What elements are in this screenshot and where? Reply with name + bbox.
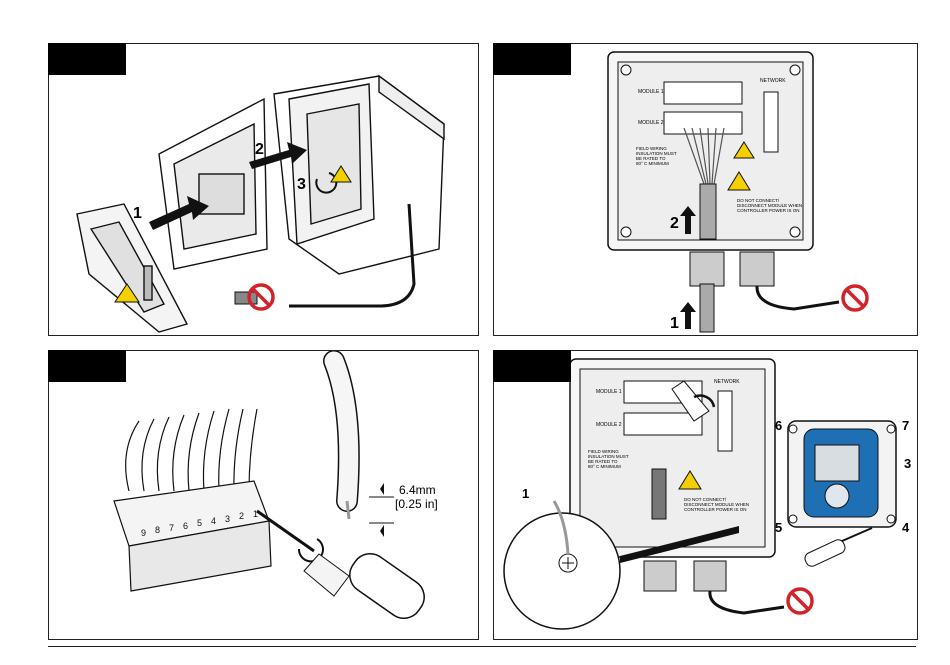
pin-number: 1 xyxy=(253,509,258,519)
module2-label: MODULE 2 xyxy=(596,422,622,428)
field-wiring-line: BE RATED TO xyxy=(588,459,618,464)
arrow-insert-icon xyxy=(149,196,209,230)
pin-number: 5 xyxy=(197,518,202,528)
screwdriver-icon xyxy=(804,527,873,567)
dimension-mm: 6.4mm xyxy=(399,483,436,497)
wiring-illustration: MODULE 1 MODULE 2 NETWORK FIELD WIRING I… xyxy=(607,51,869,333)
module-install-illustration: MODULE 1 MODULE 2 NETWORK FIELD WIRING I… xyxy=(503,358,911,630)
pin-number: 7 xyxy=(169,523,174,533)
callout: 1 xyxy=(522,486,529,501)
callout: 7 xyxy=(902,418,909,433)
warning-line: CONTROLLER POWER IS ON xyxy=(737,208,800,213)
prohibited-plug-icon xyxy=(786,587,814,615)
prohibited-plug-icon xyxy=(234,283,275,311)
callout: 6 xyxy=(775,418,782,433)
warning-triangle-icon xyxy=(114,283,140,303)
field-wiring-line: 80° C MINIMUM xyxy=(588,464,621,469)
callout: 2 xyxy=(670,215,679,232)
warning-triangle-icon xyxy=(678,470,702,490)
module1-label: MODULE 1 xyxy=(596,389,622,395)
pin-number: 2 xyxy=(239,511,244,521)
pin-number: 6 xyxy=(183,521,188,531)
rotate-arrow-icon xyxy=(693,394,716,408)
screwdriver-icon xyxy=(256,509,425,620)
field-wiring-line: INSULATION MUST xyxy=(636,151,677,156)
panel-install-module: MODULE 1 MODULE 2 NETWORK FIELD WIRING I… xyxy=(493,350,918,640)
callout: 1 xyxy=(670,315,679,332)
step-tab xyxy=(493,43,571,75)
panel-strip-wire: 6.4mm [0.25 in] 1 2 3 4 5 6 7 8 9 xyxy=(48,350,479,640)
arrow-slide-icon xyxy=(249,142,307,169)
callout: 5 xyxy=(775,520,782,535)
field-wiring-line: BE RATED TO xyxy=(636,156,666,161)
controller-open-illustration: 1 2 3 xyxy=(76,74,445,333)
callout: 1 xyxy=(133,205,142,222)
warning-triangle-icon xyxy=(330,165,352,183)
field-wiring-line: FIELD WIRING xyxy=(588,449,619,454)
warning-line: DO NOT CONNECT/ xyxy=(737,198,780,203)
step-tab xyxy=(48,350,126,382)
panel-open-controller: 1 2 3 xyxy=(48,43,479,336)
callout: 3 xyxy=(904,456,911,471)
callout: 3 xyxy=(297,176,306,193)
warning-line: DISCONNECT MODULE WHEN xyxy=(737,203,802,208)
module1-label: MODULE 1 xyxy=(638,89,664,95)
pin-number: 3 xyxy=(225,514,230,524)
module2-label: MODULE 2 xyxy=(638,120,664,126)
network-label: NETWORK xyxy=(714,379,740,385)
field-wiring-line: FIELD WIRING xyxy=(636,146,667,151)
warning-triangle-icon xyxy=(727,171,751,191)
connector-illustration: 6.4mm [0.25 in] 1 2 3 4 5 6 7 8 9 xyxy=(113,351,438,620)
warning-triangle-icon xyxy=(733,141,755,159)
step-tab xyxy=(48,43,126,75)
dimension-in: [0.25 in] xyxy=(395,497,438,511)
warning-line: CONTROLLER POWER IS ON xyxy=(684,507,747,512)
step-tab xyxy=(493,350,571,382)
panel-route-cable: MODULE 1 MODULE 2 NETWORK FIELD WIRING I… xyxy=(493,43,918,336)
network-label: NETWORK xyxy=(760,78,786,84)
prohibited-plug-icon xyxy=(841,284,869,312)
pin-number: 8 xyxy=(155,525,160,535)
bottom-rule xyxy=(48,646,916,647)
callout: 4 xyxy=(902,520,910,535)
pin-number: 4 xyxy=(211,516,216,526)
callout: 2 xyxy=(255,141,264,158)
pin-number: 9 xyxy=(141,528,146,538)
field-wiring-line: 80° C MINIMUM xyxy=(636,161,669,166)
field-wiring-line: INSULATION MUST xyxy=(588,454,629,459)
warning-line: DISCONNECT MODULE WHEN xyxy=(684,502,749,507)
warning-line: DO NOT CONNECT/ xyxy=(684,497,727,502)
